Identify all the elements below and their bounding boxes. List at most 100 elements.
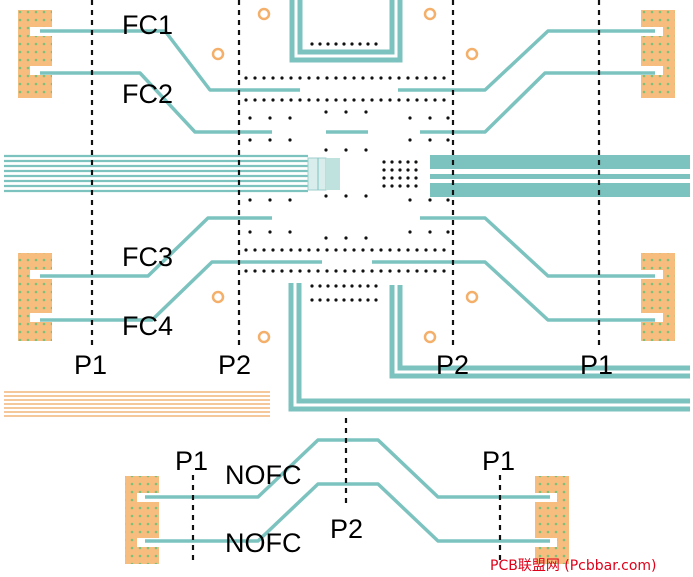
horizontal-bus-left	[4, 154, 308, 193]
label-p1-lower-left: P1	[175, 446, 208, 476]
via-dot	[334, 248, 338, 252]
connector-pad-lower-right	[535, 476, 569, 564]
via-dot	[325, 98, 329, 102]
vertical-bus-top	[289, 0, 403, 63]
via-dot	[398, 168, 402, 172]
via-dot	[253, 76, 257, 80]
via-dot	[316, 248, 320, 252]
via-dot	[268, 138, 272, 142]
via-dot	[248, 116, 252, 120]
via-dot	[352, 76, 356, 80]
via-dot	[350, 298, 354, 302]
via-dot	[379, 269, 383, 273]
via-dot	[361, 76, 365, 80]
via-dot	[398, 184, 402, 188]
via-dot	[343, 269, 347, 273]
trace-fc4	[40, 260, 322, 322]
via-dot	[414, 176, 418, 180]
label-p1-lower-right: P1	[482, 446, 515, 476]
via-dot	[334, 42, 338, 46]
label-p1-upper-right: P1	[580, 350, 613, 380]
via-dot	[361, 248, 365, 252]
via-dot	[428, 116, 432, 120]
via-dot	[428, 138, 432, 142]
via-dot	[433, 98, 437, 102]
via-dot	[382, 168, 386, 172]
via-dot	[424, 248, 428, 252]
via-dot	[307, 76, 311, 80]
via-dot	[374, 298, 378, 302]
via-dot	[446, 230, 450, 234]
label-p1-upper-left: P1	[74, 350, 107, 380]
via-dot	[364, 194, 368, 198]
via-dot	[442, 269, 446, 273]
via-dot	[298, 248, 302, 252]
vertical-bus-bottom	[288, 283, 690, 412]
connector-pad-upper-left	[18, 10, 52, 98]
via-dot	[262, 248, 266, 252]
via-dot	[442, 76, 446, 80]
via-dot	[326, 298, 330, 302]
label-fc2: FC2	[122, 79, 173, 109]
via-dot	[406, 160, 410, 164]
via-dot	[390, 160, 394, 164]
via-dot	[318, 284, 322, 288]
via-dot	[289, 269, 293, 273]
via-dot	[325, 269, 329, 273]
via-dot	[382, 184, 386, 188]
via-dot	[310, 298, 314, 302]
label-nofc-bottom: NOFC	[225, 528, 302, 558]
via-dot	[408, 230, 412, 234]
via-dot	[388, 248, 392, 252]
connector-pad-middle-right	[641, 253, 675, 341]
via-dot	[358, 284, 362, 288]
label-fc1: FC1	[122, 10, 173, 40]
via-dot	[310, 42, 314, 46]
via-dot	[370, 248, 374, 252]
via-dot	[326, 42, 330, 46]
via-dot	[334, 298, 338, 302]
via-dot	[428, 230, 432, 234]
via-dot	[288, 116, 292, 120]
via-dot	[307, 248, 311, 252]
label-fc3: FC3	[122, 242, 173, 272]
via-dot	[262, 269, 266, 273]
via-dot	[406, 269, 410, 273]
via-dot	[414, 168, 418, 172]
via-dot	[364, 148, 368, 152]
via-dot	[364, 110, 368, 114]
label-p2-lower: P2	[330, 514, 363, 544]
via-dot	[364, 236, 368, 240]
via-dot	[280, 98, 284, 102]
via-dot	[398, 160, 402, 164]
via-dot	[414, 184, 418, 188]
orange-trace-bundle	[4, 391, 270, 417]
via-dot	[388, 269, 392, 273]
via-dot	[326, 284, 330, 288]
via-dot	[370, 76, 374, 80]
via-dot	[310, 284, 314, 288]
via-dot	[382, 176, 386, 180]
via-dot	[268, 116, 272, 120]
via-dot	[244, 76, 248, 80]
via-dot	[342, 298, 346, 302]
via-dot	[415, 98, 419, 102]
via-dot	[316, 269, 320, 273]
via-dot	[406, 248, 410, 252]
via-dot	[325, 248, 329, 252]
via-dot	[318, 298, 322, 302]
via-dot	[262, 98, 266, 102]
via-dot	[408, 116, 412, 120]
via-dot	[397, 269, 401, 273]
connector-pad-middle-left	[18, 253, 52, 341]
via-dot	[352, 269, 356, 273]
via-dot	[324, 194, 328, 198]
via-dot	[379, 98, 383, 102]
via-dot	[397, 76, 401, 80]
via-dot	[433, 269, 437, 273]
via-dot	[388, 76, 392, 80]
via-dot	[253, 98, 257, 102]
trace-right-2	[420, 71, 655, 134]
via-dot	[343, 248, 347, 252]
via-dot	[358, 42, 362, 46]
